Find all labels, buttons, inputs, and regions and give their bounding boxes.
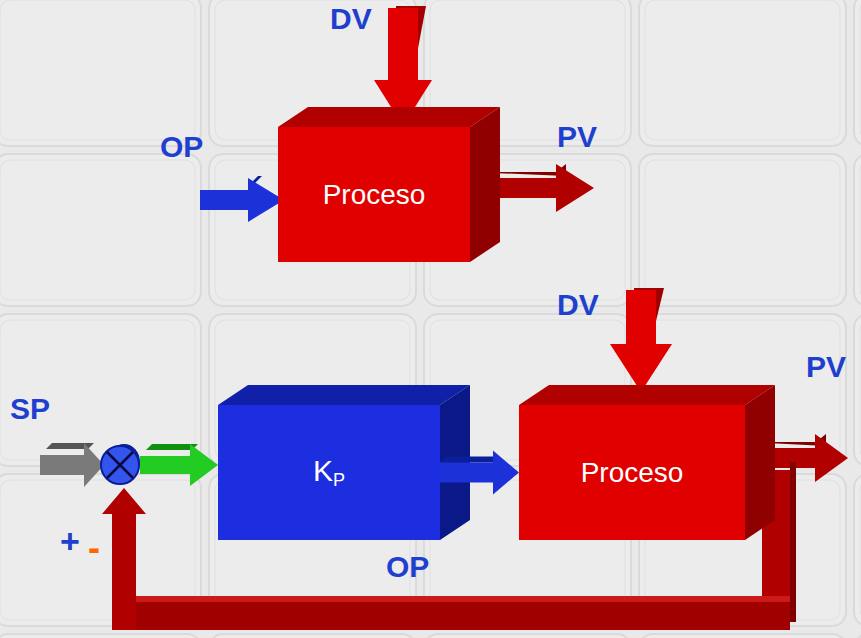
disturbance-label: DV bbox=[557, 290, 599, 320]
node-text: Proceso bbox=[581, 457, 684, 489]
node-label: K bbox=[313, 454, 333, 487]
process-variable-label: PV bbox=[557, 122, 597, 152]
error-arrow bbox=[140, 444, 218, 486]
box-side-face bbox=[745, 385, 775, 540]
box-top-face bbox=[519, 385, 775, 405]
signal-arrow bbox=[440, 451, 519, 495]
disturbance-label: DV bbox=[330, 4, 372, 34]
node-label: Proceso bbox=[323, 179, 426, 210]
setpoint-arrow bbox=[40, 443, 104, 487]
arrow-body bbox=[440, 451, 519, 495]
output-arrow bbox=[200, 176, 284, 222]
output-label: OP bbox=[160, 132, 203, 162]
disturbance-arrow bbox=[610, 288, 672, 392]
process-box: Proceso bbox=[278, 127, 470, 262]
summing-junction bbox=[101, 444, 140, 484]
box-top-face bbox=[278, 107, 500, 127]
setpoint-label: SP bbox=[10, 394, 50, 424]
output-label: OP bbox=[386, 552, 429, 582]
node-subscript: P bbox=[333, 470, 345, 490]
sign-plus: + bbox=[60, 524, 80, 558]
box-side-face bbox=[470, 107, 500, 262]
controller-box: KP bbox=[218, 405, 440, 540]
node-text: KP bbox=[313, 454, 345, 491]
node-label: Proceso bbox=[581, 457, 684, 488]
process-box: Proceso bbox=[519, 405, 745, 540]
box-top-face bbox=[218, 385, 470, 405]
node-text: Proceso bbox=[323, 179, 426, 211]
process-variable-label: PV bbox=[806, 352, 846, 382]
sign-minus: - bbox=[88, 530, 100, 566]
arrow-top-face bbox=[440, 457, 499, 463]
